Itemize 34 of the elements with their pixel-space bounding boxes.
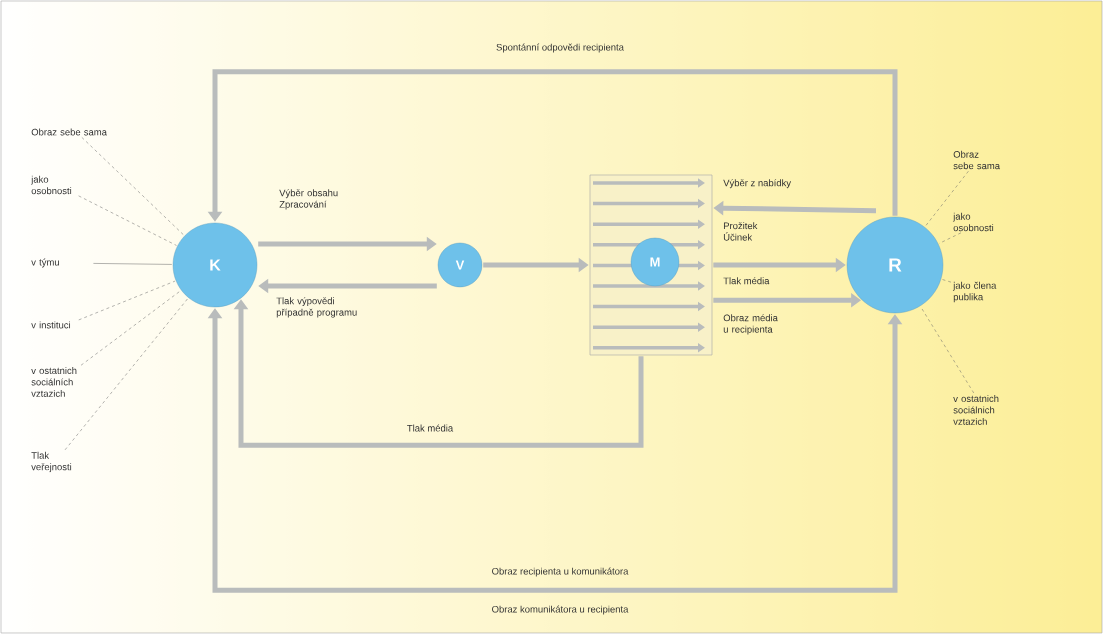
- edge-label: Výběr obsahu Zpracování: [279, 189, 338, 210]
- leader-text: jako osobnosti: [952, 212, 994, 232]
- edge-label: Obraz recipienta u komunikátora: [492, 567, 629, 577]
- leader-text: v týmu: [31, 258, 59, 268]
- leader-text: v instituci: [31, 321, 70, 329]
- edge-label: Tlak výpovědi případně programu: [276, 297, 357, 318]
- leader-line: [920, 306, 974, 394]
- leader-line: [925, 170, 969, 227]
- leader-line: [78, 195, 177, 246]
- leader-line: [80, 290, 181, 366]
- leader-line: [939, 232, 962, 244]
- circle-node: M: [630, 237, 680, 287]
- leader-text: Obraz sebe sama: [31, 128, 107, 136]
- leader-text: Obraz sebe sama: [953, 150, 1000, 170]
- leader-text: Tlak veřejnosti: [31, 451, 72, 473]
- leader-text: v ostatnich sociálních vztazich: [31, 367, 77, 397]
- circle-node: V: [437, 242, 483, 288]
- edge-label: Prožitek Účinek: [723, 222, 758, 241]
- circle-node: K: [172, 222, 258, 308]
- leader-line: [64, 298, 189, 451]
- text-label: Obraz média u recipienta: [723, 314, 778, 335]
- leader-line: [941, 279, 952, 283]
- edge-label: Spontánní odpovědi recipienta: [496, 43, 624, 53]
- leader-text: v ostatnich sociálnich vztazich: [953, 395, 999, 425]
- leader-line: [93, 263, 173, 265]
- edge-label: Tlak média: [407, 424, 454, 432]
- leader-text: jako člena publika: [952, 281, 997, 303]
- text-label: Obraz komunikátora u recipienta: [492, 605, 629, 615]
- edge-label: Tlak média: [723, 277, 770, 285]
- leader-text: jako osobnosti: [30, 175, 72, 195]
- circle-node: R: [846, 216, 944, 314]
- edge-label: Výběr z nabídky: [723, 179, 792, 189]
- leader-line: [81, 137, 185, 236]
- leader-line: [78, 280, 176, 321]
